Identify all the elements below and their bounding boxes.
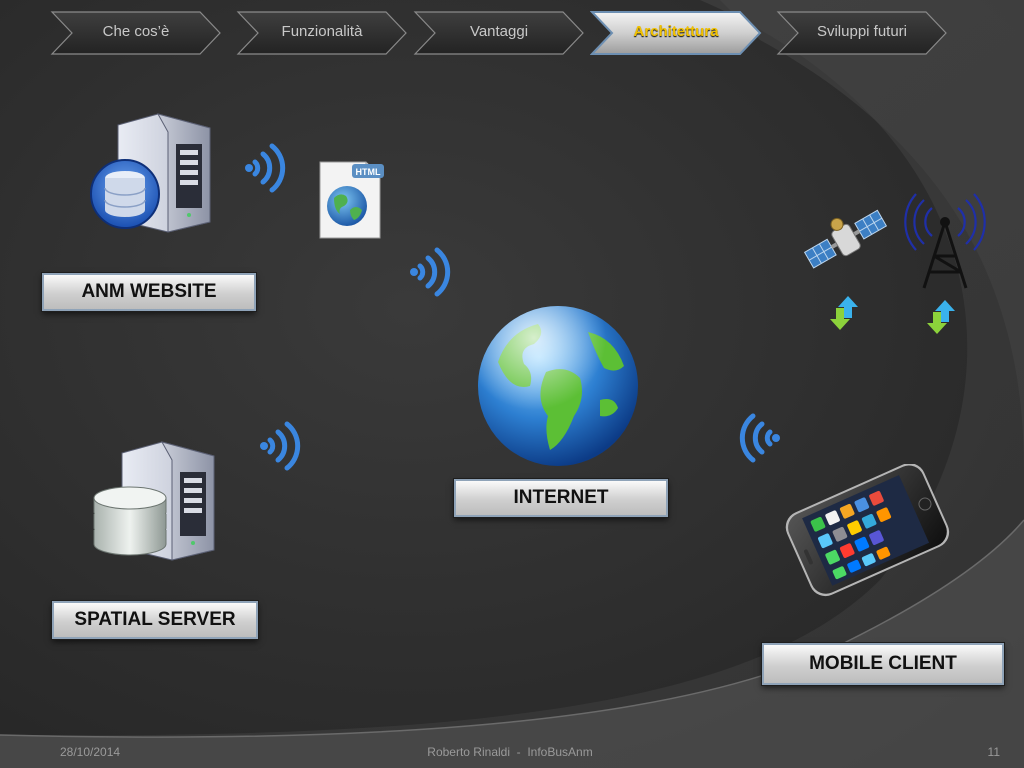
nav-step-sviluppi-futuri[interactable]: Sviluppi futuri: [776, 10, 948, 56]
up-down-arrows-icon: [927, 300, 955, 334]
server-database-icon: [90, 113, 211, 233]
wifi-signal-icon: [245, 143, 286, 193]
nav-step-label: Vantaggi: [469, 23, 529, 40]
nav-step-funzionalita[interactable]: Funzionalità: [236, 10, 408, 56]
page-number: 11: [987, 745, 1000, 759]
wifi-signal-icon: [260, 421, 301, 471]
anm-website-label: ANM WEBSITE: [42, 273, 256, 311]
globe-icon: [478, 306, 638, 466]
wifi-signal-icon: [410, 247, 451, 297]
spatial-server-label: SPATIAL SERVER: [52, 601, 258, 639]
nav-step-che-cose[interactable]: Che cos’è: [50, 10, 222, 56]
internet-label: INTERNET: [454, 479, 668, 517]
up-down-arrows-icon: [830, 296, 858, 330]
nav-step-label: Sviluppi futuri: [816, 23, 908, 40]
nav-step-label: Funzionalità: [281, 23, 363, 40]
radio-tower-icon: [904, 193, 986, 289]
nav-step-label: Architettura: [633, 23, 719, 40]
footer-date: 28/10/2014: [60, 745, 121, 759]
wifi-signal-icon: [739, 413, 780, 463]
smartphone-icon: [785, 464, 950, 597]
nav-step-architettura[interactable]: Architettura: [590, 10, 762, 56]
footer-author: Roberto Rinaldi - InfoBusAnm: [427, 745, 593, 759]
mobile-client-label: MOBILE CLIENT: [762, 643, 1004, 685]
nav-step-label: Che cos’è: [102, 23, 170, 40]
nav-step-vantaggi[interactable]: Vantaggi: [413, 10, 585, 56]
satellite-icon: [803, 209, 888, 269]
server-database-icon: [93, 441, 215, 561]
html-document-icon: HTML: [319, 161, 384, 239]
html-badge-label: HTML: [356, 167, 381, 177]
